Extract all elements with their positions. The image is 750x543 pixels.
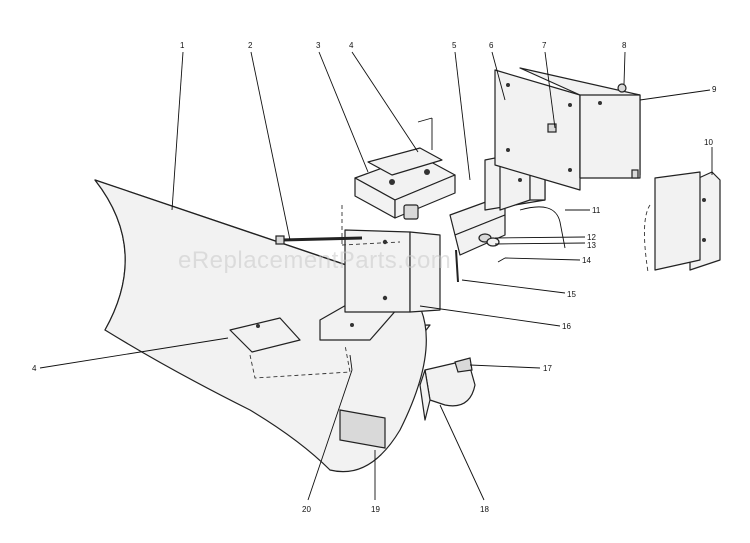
watermark-text: eReplacementParts.com — [178, 247, 451, 274]
callout-2: 2 — [248, 41, 253, 50]
blade-mount-bracket — [319, 229, 441, 341]
callout-10: 10 — [704, 138, 713, 147]
callout-7: 7 — [542, 41, 547, 50]
callout-18: 18 — [480, 505, 489, 514]
long-bolt — [275, 235, 363, 245]
callout-14: 14 — [582, 256, 591, 265]
callout-labels: 1 2 3 4 5 6 7 8 9 10 11 12 13 14 15 16 1… — [32, 41, 717, 514]
callout-16: 16 — [562, 322, 571, 331]
frame-outline — [643, 171, 701, 273]
callout-4-lower: 4 — [32, 364, 37, 373]
callout-3: 3 — [316, 41, 321, 50]
lower-bracket — [229, 317, 351, 379]
pin-20 — [349, 354, 353, 371]
callout-4: 4 — [349, 41, 354, 50]
callout-13: 13 — [587, 241, 596, 250]
pivot-bracket — [354, 147, 456, 220]
callout-20: 20 — [302, 505, 311, 514]
hitch-plate-assembly — [494, 67, 641, 191]
callout-12: 12 — [587, 233, 596, 242]
callout-1: 1 — [180, 41, 185, 50]
callout-11: 11 — [592, 206, 601, 215]
callout-9: 9 — [712, 85, 717, 94]
bolt-15 — [455, 249, 459, 283]
callout-19: 19 — [371, 505, 380, 514]
washers — [478, 233, 506, 263]
hitch-pin — [519, 206, 566, 249]
callout-5: 5 — [452, 41, 457, 50]
callout-15: 15 — [567, 290, 576, 299]
callout-8: 8 — [622, 41, 627, 50]
skid-shoe — [419, 357, 476, 421]
callout-6: 6 — [489, 41, 494, 50]
leader-lines — [39, 51, 713, 501]
latch-pin — [341, 117, 433, 246]
callout-17: 17 — [543, 364, 552, 373]
